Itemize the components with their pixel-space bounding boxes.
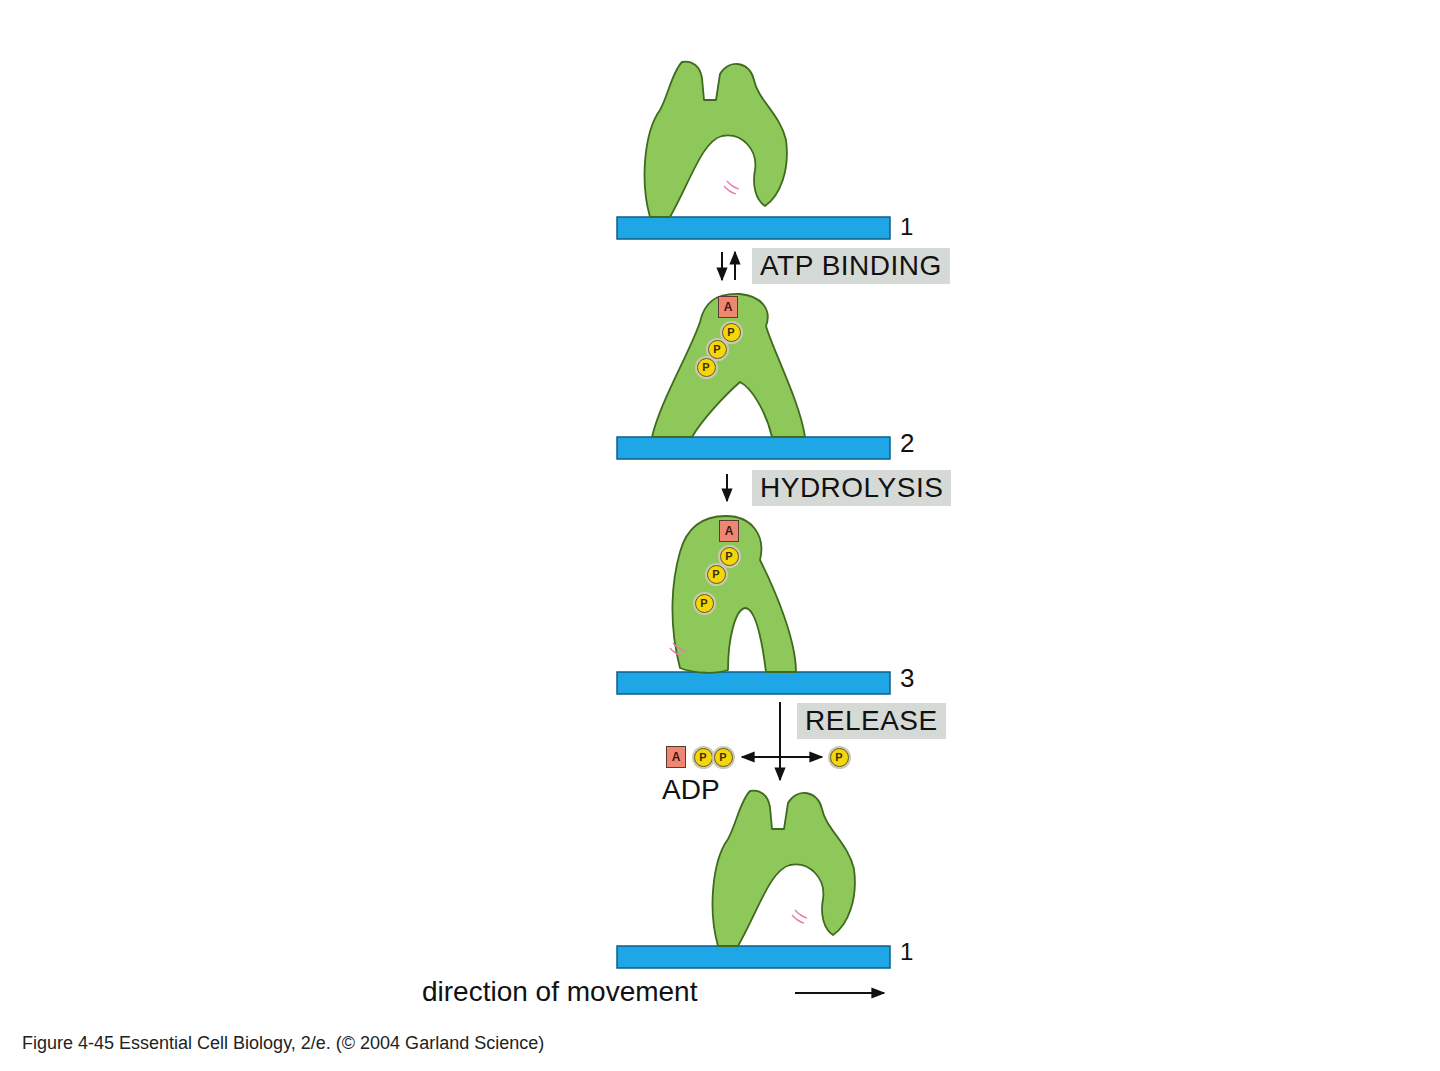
step-label-box: ATP BINDING	[752, 248, 950, 284]
node-text: P	[699, 751, 706, 763]
node-text: P	[713, 343, 720, 355]
phosphate-circle: P	[708, 340, 727, 359]
phosphate-circle: P	[697, 358, 716, 377]
step-label-box: RELEASE	[797, 703, 946, 739]
step-number: 2	[900, 428, 914, 459]
phosphate-circle: P	[830, 748, 849, 767]
phosphate-circle: P	[695, 594, 714, 613]
step-label-box: HYDROLYSIS	[752, 470, 951, 506]
motor-protein	[645, 62, 787, 217]
node-text: P	[702, 361, 709, 373]
node-text: P	[835, 751, 842, 763]
actin-filament	[617, 437, 890, 459]
step-number: 1	[900, 213, 913, 241]
node-text: ATP BINDING	[760, 250, 942, 281]
adenosine-square: A	[666, 746, 686, 768]
step-arrow	[722, 252, 884, 993]
label: direction of movement	[422, 976, 697, 1008]
node-text: A	[725, 524, 734, 538]
node-text: P	[725, 550, 732, 562]
node-text: P	[727, 326, 734, 338]
actin-filament	[617, 672, 890, 694]
phosphate-circle: P	[720, 547, 739, 566]
phosphate-circle: P	[714, 748, 733, 767]
actin-filament	[617, 217, 890, 239]
motion-mark	[670, 181, 807, 923]
node-text: P	[712, 568, 719, 580]
node-text: P	[700, 597, 707, 609]
motor-protein	[672, 516, 796, 673]
step-number: 1	[900, 938, 913, 966]
node-text: A	[672, 750, 681, 764]
label: ADP	[662, 774, 720, 806]
actin-filament	[617, 946, 890, 968]
node-text: RELEASE	[805, 705, 938, 736]
motor-protein	[652, 294, 805, 437]
node-text: P	[719, 751, 726, 763]
adenosine-square: A	[719, 520, 739, 542]
node-text: A	[724, 300, 733, 314]
step-number: 3	[900, 663, 914, 694]
motor-protein	[713, 791, 855, 946]
phosphate-circle: P	[722, 323, 741, 342]
node-text: HYDROLYSIS	[760, 472, 943, 503]
actin-filament	[617, 217, 890, 968]
phosphate-circle: P	[694, 748, 713, 767]
figure-caption: Figure 4-45 Essential Cell Biology, 2/e.…	[22, 1033, 544, 1054]
adenosine-square: A	[718, 296, 738, 318]
phosphate-circle: P	[707, 565, 726, 584]
